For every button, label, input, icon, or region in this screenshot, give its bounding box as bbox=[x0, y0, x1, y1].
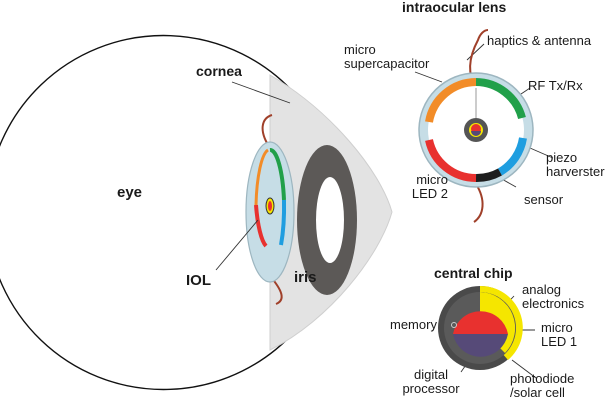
iol-label: IOL bbox=[186, 272, 211, 289]
lens-detail bbox=[418, 29, 534, 223]
chip-title: central chip bbox=[434, 265, 513, 281]
iol-in-eye bbox=[245, 141, 295, 283]
memory-label: memory bbox=[390, 317, 437, 332]
pupil bbox=[316, 177, 344, 263]
eye-outline bbox=[0, 34, 297, 391]
chip-detail bbox=[438, 285, 523, 370]
lens-title: intraocular lens bbox=[402, 0, 507, 15]
micro-led2-label: micro LED 2 bbox=[411, 172, 448, 201]
cornea-label: cornea bbox=[196, 63, 242, 79]
photodiode-label: photodiode /solar cell bbox=[510, 371, 575, 400]
rf-label: RF Tx/Rx bbox=[528, 78, 583, 93]
sensor-label: sensor bbox=[524, 192, 564, 207]
eye-label: eye bbox=[117, 184, 143, 201]
iris-label: iris bbox=[294, 269, 317, 286]
micro-supercapacitor-label: micro supercapacitor bbox=[344, 42, 430, 71]
micro-led1-label: micro LED 1 bbox=[541, 320, 578, 349]
analog-electronics-label: analog electronics bbox=[522, 282, 585, 311]
digital-processor-label: digital processor bbox=[402, 367, 460, 396]
piezo-label: piezo harverster bbox=[546, 150, 605, 179]
haptics-antenna-label: haptics & antenna bbox=[487, 33, 592, 48]
